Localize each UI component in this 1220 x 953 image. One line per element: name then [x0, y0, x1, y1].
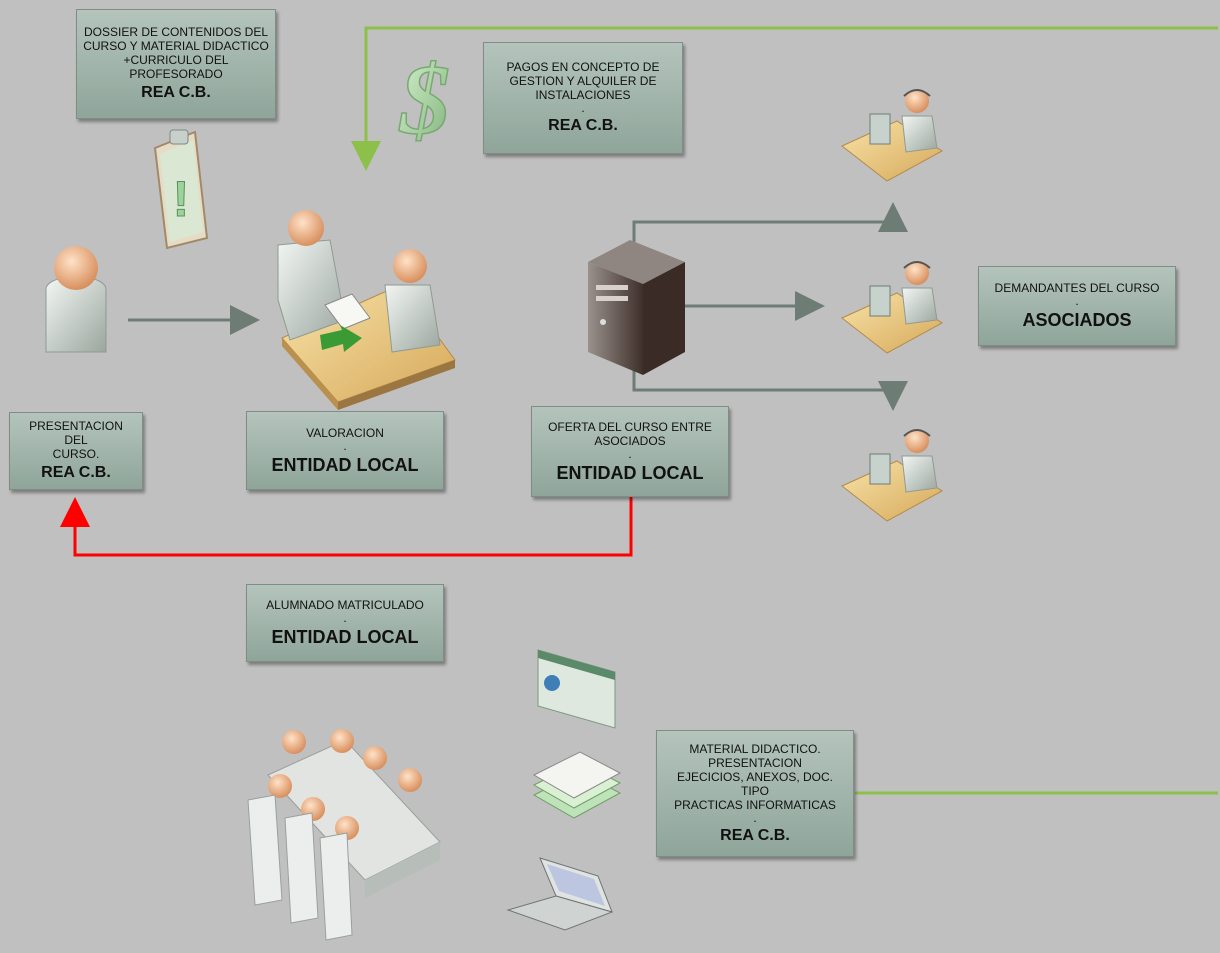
- valoracion-box: VALORACION . ENTIDAD LOCAL: [246, 411, 444, 490]
- alumnado-text: ALUMNADO MATRICULADO: [266, 598, 424, 612]
- svg-text:!: !: [173, 171, 190, 227]
- dossier-owner: REA C.B.: [141, 84, 211, 101]
- classroom-students-icon: [247, 729, 441, 941]
- oferta-owner: ENTIDAD LOCAL: [556, 462, 704, 483]
- oferta-dot: .: [628, 446, 632, 461]
- presenter-person-icon: [45, 246, 107, 353]
- material-owner: REA C.B.: [720, 826, 790, 844]
- demandantes-box: DEMANDANTES DEL CURSO . ASOCIADOS: [978, 266, 1176, 346]
- pagos-box: PAGOS EN CONCEPTO DE GESTION Y ALQUILER …: [483, 42, 683, 154]
- dollar-icon: $: [397, 43, 451, 156]
- demandantes-text: DEMANDANTES DEL CURSO: [994, 281, 1160, 295]
- presentation-window-icon: [537, 649, 616, 729]
- demandantes-dot: .: [1075, 294, 1079, 308]
- presentacion-owner: REA C.B.: [41, 464, 111, 481]
- material-box: MATERIAL DIDACTICO. PRESENTACION EJECICI…: [656, 730, 854, 857]
- presentacion-box: PRESENTACION DEL CURSO. REA C.B.: [9, 412, 143, 490]
- server-icon: [588, 240, 685, 375]
- laptop-icon: [506, 857, 614, 931]
- material-dot: .: [753, 810, 757, 825]
- alumnado-owner: ENTIDAD LOCAL: [271, 627, 419, 647]
- clipboard-alert-icon: !: [153, 129, 209, 250]
- oferta-box: OFERTA DEL CURSO ENTRE ASOCIADOS . ENTID…: [531, 406, 729, 497]
- return-flow-line: [60, 497, 633, 557]
- presentacion-text: PRESENTACION DEL CURSO.: [29, 419, 123, 461]
- valuation-meeting-icon: [277, 210, 456, 410]
- dossier-text: DOSSIER DE CONTENIDOS DEL CURSO Y MATERI…: [83, 25, 269, 81]
- valoracion-owner: ENTIDAD LOCAL: [271, 454, 419, 475]
- workstation-middle-icon: [841, 261, 943, 354]
- workstation-top-icon: [841, 89, 943, 182]
- document-stack-icon: [532, 751, 622, 819]
- pagos-text: PAGOS EN CONCEPTO DE GESTION Y ALQUILER …: [506, 60, 660, 102]
- alumnado-dot: .: [343, 611, 347, 625]
- pagos-dot: .: [581, 101, 585, 115]
- alumnado-box: ALUMNADO MATRICULADO . ENTIDAD LOCAL: [246, 584, 444, 662]
- material-text: MATERIAL DIDACTICO. PRESENTACION EJECICI…: [674, 741, 836, 812]
- workstation-bottom-icon: [841, 429, 943, 522]
- dossier-box: DOSSIER DE CONTENIDOS DEL CURSO Y MATERI…: [76, 9, 276, 119]
- demandantes-owner: ASOCIADOS: [1022, 310, 1132, 330]
- oferta-text: OFERTA DEL CURSO ENTRE ASOCIADOS: [548, 419, 712, 448]
- svg-text:$: $: [398, 44, 450, 155]
- payment-flow-line: [351, 26, 1218, 171]
- valoracion-dot: .: [343, 438, 347, 453]
- valoracion-text: VALORACION: [306, 425, 384, 440]
- pagos-owner: REA C.B.: [548, 117, 618, 134]
